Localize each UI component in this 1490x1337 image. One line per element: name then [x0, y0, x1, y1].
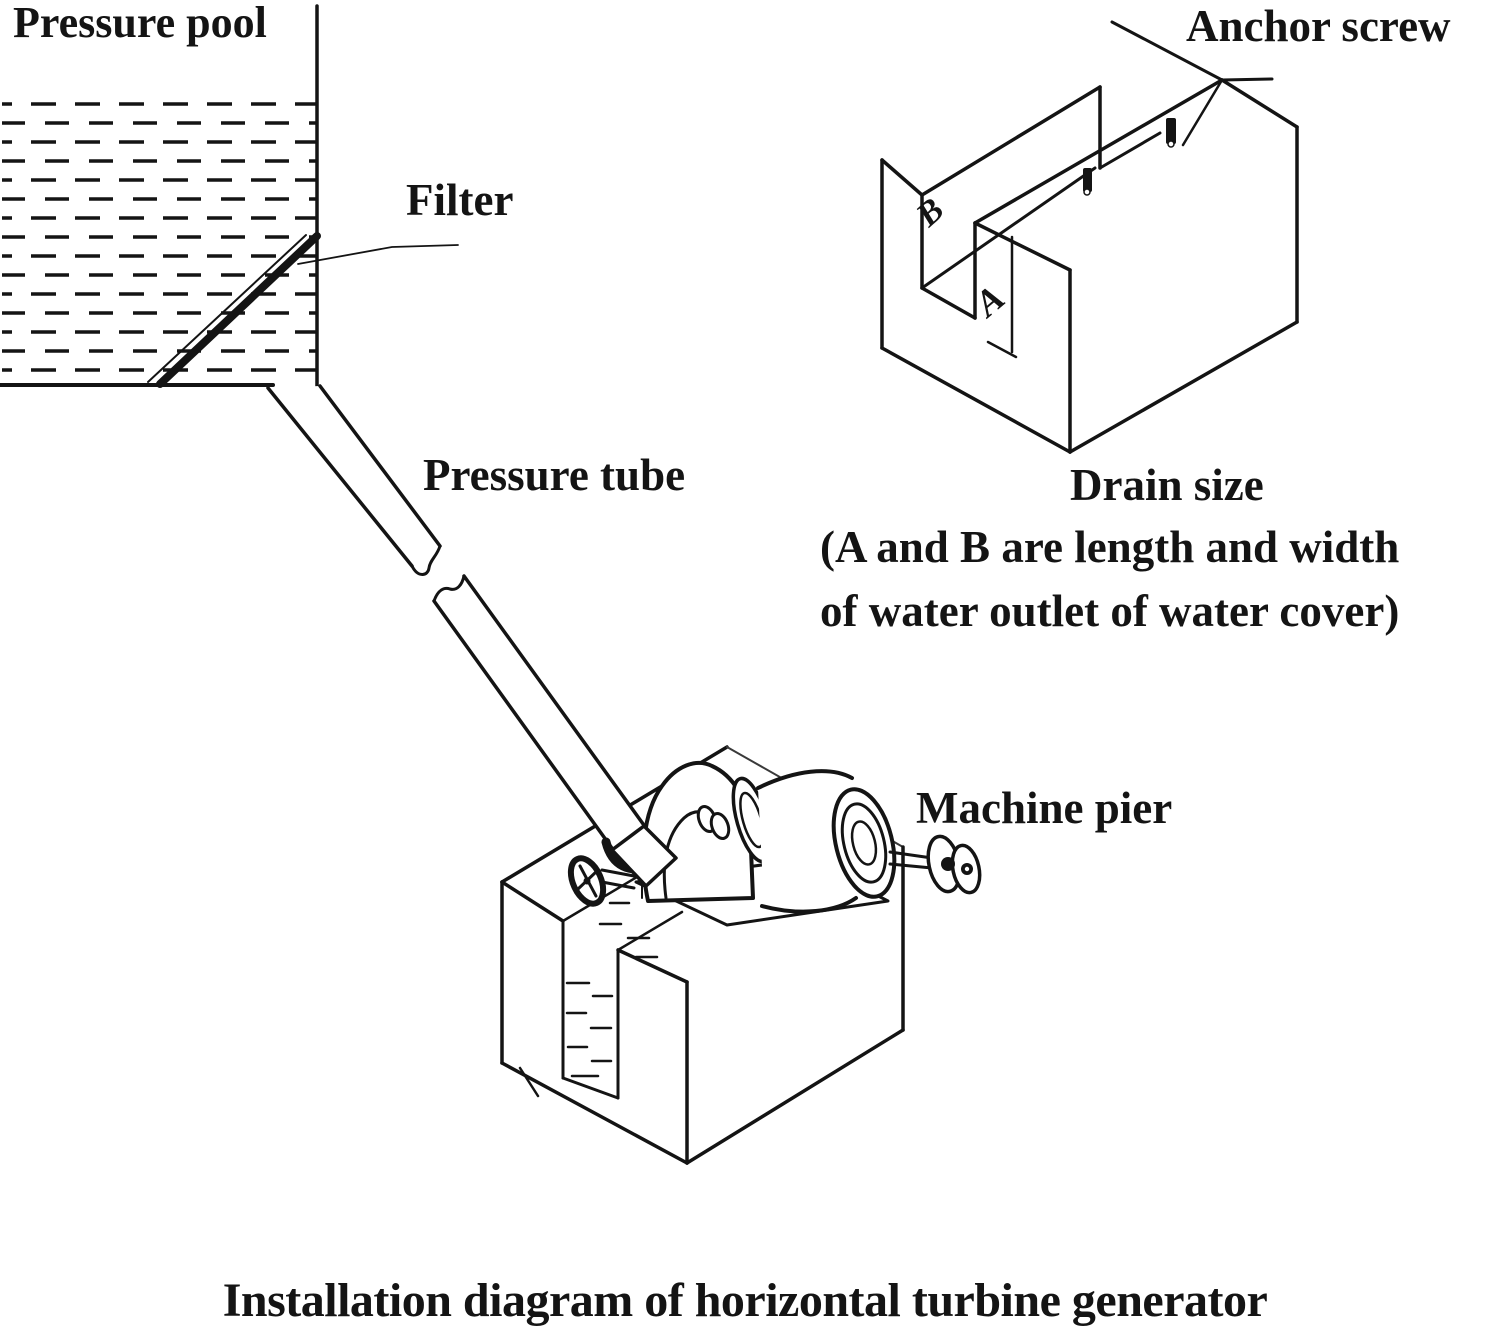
machine-pier-label: Machine pier [916, 783, 1173, 833]
tube-break-mark [410, 544, 442, 576]
generator-body-top [756, 769, 854, 790]
anchor-screw-leader-line [1110, 20, 1274, 147]
anchor-screw-symbol [1083, 118, 1176, 196]
drain-note-line2: of water outlet of water cover) [820, 586, 1400, 636]
shaft-line [888, 850, 934, 860]
pressure-pool-label: Pressure pool [13, 0, 267, 47]
pulley [926, 834, 982, 895]
dim-label-a: A [966, 278, 1013, 327]
anchor-screw-label: Anchor screw [1186, 1, 1451, 51]
drain-size-label: Drain size [1070, 460, 1264, 510]
valve-stem [600, 868, 636, 878]
dim-label-b: B [909, 191, 951, 234]
dimension-line-a [986, 234, 1018, 359]
water-hatching [2, 90, 316, 386]
filter-label: Filter [406, 175, 514, 225]
tube-break-mark [432, 574, 466, 603]
diagram-caption: Installation diagram of horizontal turbi… [222, 1274, 1268, 1327]
filter-line-thin [147, 234, 307, 383]
shaft-line [888, 862, 934, 870]
pier-trench [561, 872, 684, 1100]
pier-break-tick [518, 1066, 540, 1098]
valve-body [610, 824, 678, 888]
drain-channel [920, 85, 1162, 320]
pressure-tube-label: Pressure tube [423, 450, 686, 500]
pressure-tube-drawing [266, 384, 657, 874]
generator-body-bottom [760, 896, 858, 914]
trench-water-hatching [565, 901, 659, 1078]
turbine-generator-drawing [634, 760, 982, 927]
valve-stem [600, 880, 636, 890]
gland-ring [709, 811, 731, 841]
filter-leader-line [297, 244, 459, 265]
valve-handwheel [567, 855, 607, 907]
drain-note-line1: (A and B are length and width [820, 522, 1400, 572]
handwheel-valve [567, 824, 678, 907]
pressure-pool-drawing [0, 4, 459, 389]
filter-line [156, 232, 321, 388]
generator-end-disc [831, 787, 897, 899]
drain-block-drawing: B A [880, 20, 1299, 454]
